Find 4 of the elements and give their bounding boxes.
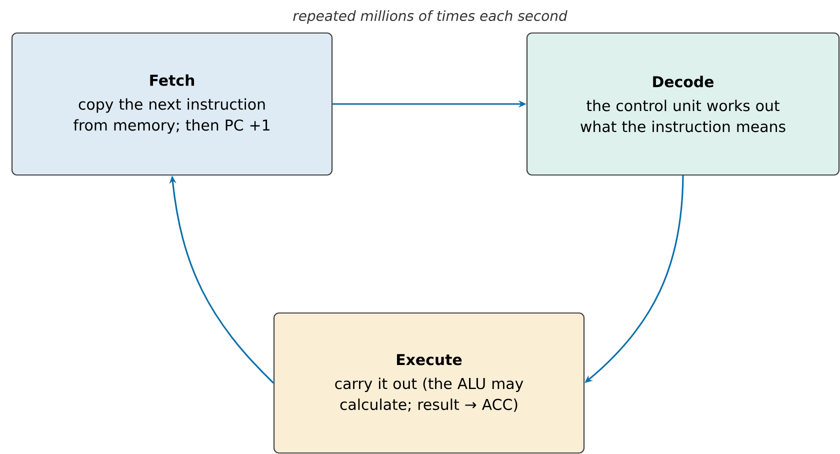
note-text: repeated millions of times each second <box>293 10 568 24</box>
process-box: Execute carry it out (the ALU may calculate; result → ACC) <box>273 312 585 454</box>
process-box: Decode the control unit works out what the instruction means <box>526 32 840 176</box>
process-box: Fetch copy the next instruction from memory; then PC +1 <box>11 32 333 176</box>
